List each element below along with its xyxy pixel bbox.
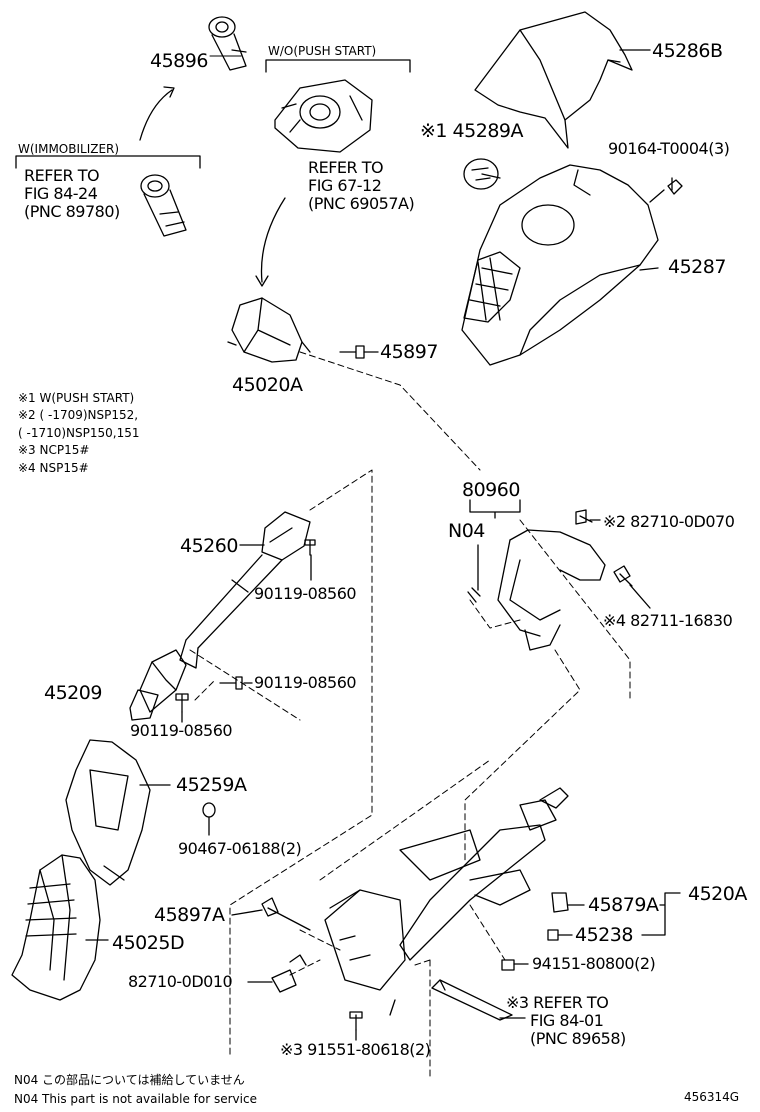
label-4520A: 4520A	[688, 883, 747, 905]
wire-harness-80960-drawing	[497, 529, 606, 651]
label-90467-06188: 90467-06188(2)	[178, 839, 302, 858]
notes: ※1 W(PUSH START) ※2 ( -1709)NSP152, ( -1…	[18, 390, 140, 477]
spacer-45238-drawing	[547, 929, 559, 941]
label-45209: 45209	[44, 682, 102, 704]
label-94151-80800: 94151-80800(2)	[532, 954, 656, 973]
screw-90164-drawing	[649, 179, 683, 203]
refer-67-12-line1: REFER TO	[308, 158, 384, 177]
arrow-to-45020A	[260, 197, 286, 283]
bracket-wo-push-start	[265, 59, 411, 73]
key-cylinder-45896-drawing	[208, 16, 247, 71]
label-45897A: 45897A	[154, 904, 225, 926]
label-45238: 45238	[575, 924, 633, 946]
bracket-w-immobilizer	[15, 155, 201, 169]
label-45020A: 45020A	[232, 374, 303, 396]
nut-94151-drawing	[501, 959, 515, 971]
footer-note-jp: N04 この部品については補給していません	[14, 1073, 245, 1087]
label-91551-80618: ※3 91551-80618(2)	[280, 1040, 431, 1059]
ignition-switch-45020A-drawing	[227, 297, 311, 363]
refer-67-12-line3: (PNC 69057A)	[308, 194, 415, 213]
steering-column-4520A-drawing	[324, 787, 569, 1016]
steering-shaft-45260-drawing	[179, 511, 311, 669]
refer-84-24-line3: (PNC 89780)	[24, 202, 120, 221]
bolt-90119-mid-drawing	[219, 676, 243, 690]
arrow-to-45896	[139, 89, 173, 141]
bolt-827100D070-drawing	[575, 509, 593, 525]
label-wo-push-start: W/O(PUSH START)	[268, 44, 377, 58]
clamp-827100D010-drawing	[271, 954, 307, 993]
upper-column-cover-drawing	[474, 11, 633, 149]
note-4: ※3 NCP15#	[18, 443, 90, 458]
label-45286B: 45286B	[652, 40, 723, 62]
refer-84-24-line1: REFER TO	[24, 166, 100, 185]
label-45289A: ※1 45289A	[420, 120, 524, 142]
label-90164-T0004: 90164-T0004(3)	[608, 139, 730, 158]
refer-84-01-line2: FIG 84-01	[530, 1011, 604, 1030]
column-hole-cover-45259A-drawing	[65, 739, 151, 886]
label-w-immobilizer: W(IMMOBILIZER)	[18, 142, 120, 156]
note-2: ※2 ( -1709)NSP152,	[18, 408, 139, 423]
clip-n04-drawing	[467, 587, 481, 603]
refer-84-24-line2: FIG 84-24	[24, 184, 98, 203]
label-45260: 45260	[180, 535, 238, 557]
lower-column-cover-drawing	[461, 164, 659, 366]
bolt-45897A-drawing	[261, 897, 311, 931]
bolt-82711-drawing	[613, 565, 633, 587]
refer-67-12-line2: FIG 67-12	[308, 176, 382, 195]
bolt-90119-top-drawing	[304, 539, 316, 556]
dust-boot-45025D-drawing	[11, 854, 101, 1001]
label-45259A: 45259A	[176, 774, 247, 796]
footer-note-en: N04 This part is not available for servi…	[14, 1092, 257, 1106]
label-80960: 80960	[462, 479, 520, 501]
label-45025D: 45025D	[112, 932, 185, 954]
note-5: ※4 NSP15#	[18, 460, 89, 475]
universal-joint-45209-drawing	[129, 649, 187, 721]
label-90119-08560-a: 90119-08560	[254, 584, 357, 603]
label-82711-16830: ※4 82711-16830	[603, 611, 733, 630]
label-90119-08560-b: 90119-08560	[254, 673, 357, 692]
nut-45879A-drawing	[551, 892, 569, 913]
immobilizer-cylinder-drawing	[140, 174, 187, 237]
label-45287: 45287	[668, 256, 726, 278]
clip-90467-drawing	[202, 802, 216, 818]
figure-code: 456314G	[684, 1090, 740, 1104]
cover-45289A-drawing	[463, 158, 499, 190]
label-45897: 45897	[380, 341, 438, 363]
label-90119-08560-c: 90119-08560	[130, 721, 233, 740]
refer-84-01-line3: (PNC 89658)	[530, 1029, 626, 1048]
bracket-refer-84-01-drawing	[431, 979, 513, 1021]
bolt-90119-low-drawing	[175, 693, 189, 713]
label-82710-0D010: 82710-0D010	[128, 972, 233, 991]
screw-45897-drawing	[339, 345, 365, 359]
bolt-91551-drawing	[349, 1011, 363, 1031]
note-1: ※1 W(PUSH START)	[18, 391, 135, 405]
label-45896: 45896	[150, 50, 208, 72]
note-3: ( -1710)NSP150,151	[18, 425, 140, 440]
label-82710-0D070: ※2 82710-0D070	[603, 512, 735, 531]
label-n04: N04	[448, 520, 485, 542]
refer-84-01-line1: ※3 REFER TO	[506, 993, 609, 1012]
ignition-switch-drawing	[274, 79, 373, 153]
label-45879A: 45879A	[588, 894, 659, 916]
